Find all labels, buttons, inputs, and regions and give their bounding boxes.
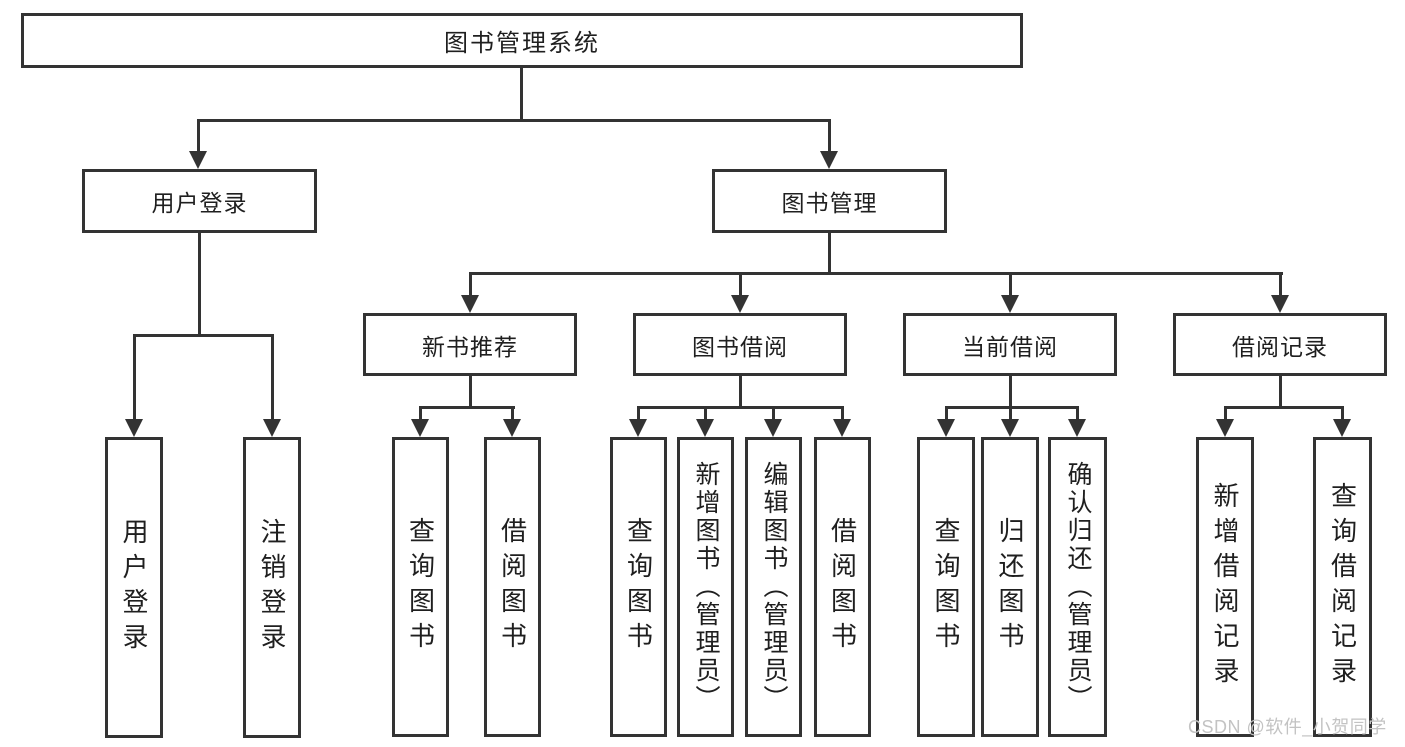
connector-line — [704, 406, 707, 421]
arrow-down-icon — [263, 419, 281, 437]
connector-line — [945, 406, 1079, 409]
leaf-label: 新增图书（管理员） — [692, 461, 720, 713]
connector-line — [841, 406, 844, 421]
connector-line — [637, 406, 640, 421]
leaf-return-books: 归还图书 — [981, 437, 1039, 737]
connector-line — [1224, 406, 1227, 421]
arrow-down-icon — [1001, 295, 1019, 313]
connector-line — [739, 376, 742, 409]
arrow-down-icon — [1068, 419, 1086, 437]
connector-line — [133, 334, 274, 337]
node-new-book-recommend: 新书推荐 — [363, 313, 577, 376]
leaf-logout: 注销登录 — [243, 437, 301, 738]
leaf-query-books-borrow: 查询图书 — [610, 437, 667, 737]
arrow-down-icon — [764, 419, 782, 437]
connector-line — [133, 334, 136, 421]
arrow-down-icon — [833, 419, 851, 437]
connector-line — [945, 406, 948, 421]
node-label: 用户登录 — [151, 190, 248, 216]
arrow-down-icon — [1001, 419, 1019, 437]
node-user-login: 用户登录 — [82, 169, 317, 233]
arrow-down-icon — [1271, 295, 1289, 313]
leaf-borrow-books-recommend: 借阅图书 — [484, 437, 541, 737]
leaf-label: 新增借阅记录 — [1210, 482, 1240, 692]
leaf-label: 确认归还（管理员） — [1064, 461, 1092, 713]
connector-line — [1279, 272, 1282, 297]
leaf-edit-books-admin: 编辑图书（管理员） — [745, 437, 802, 737]
leaf-label: 编辑图书（管理员） — [760, 461, 788, 713]
connector-line — [419, 406, 422, 421]
leaf-query-borrow-record: 查询借阅记录 — [1313, 437, 1372, 737]
arrow-down-icon — [629, 419, 647, 437]
node-label: 借阅记录 — [1232, 333, 1328, 360]
node-label: 图书管理 — [781, 190, 878, 216]
leaf-add-books-admin: 新增图书（管理员） — [677, 437, 734, 737]
leaf-borrow-books: 借阅图书 — [814, 437, 871, 737]
node-book-management: 图书管理 — [712, 169, 947, 233]
leaf-label: 归还图书 — [995, 517, 1025, 657]
leaf-query-books-current: 查询图书 — [917, 437, 975, 737]
arrow-down-icon — [411, 419, 429, 437]
node-current-borrowing: 当前借阅 — [903, 313, 1117, 376]
connector-line — [419, 406, 515, 409]
connector-line — [511, 406, 514, 421]
connector-line — [197, 119, 200, 153]
arrow-down-icon — [937, 419, 955, 437]
node-label: 图书借阅 — [692, 333, 788, 360]
arrow-down-icon — [125, 419, 143, 437]
connector-line — [1341, 406, 1344, 421]
arrow-down-icon — [696, 419, 714, 437]
connector-line — [469, 376, 472, 409]
connector-line — [197, 119, 831, 122]
leaf-label: 查询图书 — [623, 517, 654, 657]
connector-line — [1009, 376, 1012, 409]
leaf-confirm-return-admin: 确认归还（管理员） — [1048, 437, 1107, 737]
connector-line — [1224, 406, 1344, 409]
arrow-down-icon — [731, 295, 749, 313]
node-borrow-records: 借阅记录 — [1173, 313, 1387, 376]
arrow-down-icon — [461, 295, 479, 313]
leaf-label: 查询图书 — [405, 517, 436, 657]
connector-line — [1076, 406, 1079, 421]
arrow-down-icon — [820, 151, 838, 169]
leaf-label: 注销登录 — [257, 517, 287, 658]
node-book-borrowing: 图书借阅 — [633, 313, 847, 376]
connector-line — [469, 272, 1283, 275]
connector-line — [637, 406, 844, 409]
node-label: 图书管理系统 — [444, 30, 600, 57]
connector-line — [828, 119, 831, 153]
arrow-down-icon — [1333, 419, 1351, 437]
leaf-label: 查询借阅记录 — [1327, 482, 1358, 692]
leaf-label: 用户登录 — [119, 517, 149, 658]
csdn-watermark: CSDN @软件_小贺同学 — [1188, 717, 1387, 737]
leaf-label: 借阅图书 — [497, 517, 528, 657]
connector-line — [772, 406, 775, 421]
leaf-label: 借阅图书 — [827, 517, 858, 657]
leaf-add-borrow-record: 新增借阅记录 — [1196, 437, 1254, 737]
arrow-down-icon — [503, 419, 521, 437]
connector-line — [520, 68, 523, 122]
leaf-user-login: 用户登录 — [105, 437, 163, 738]
arrow-down-icon — [1216, 419, 1234, 437]
node-label: 当前借阅 — [962, 333, 1058, 360]
connector-line — [739, 272, 742, 297]
connector-line — [469, 272, 472, 297]
node-label: 新书推荐 — [422, 333, 518, 360]
connector-line — [1279, 376, 1282, 409]
leaf-query-books-recommend: 查询图书 — [392, 437, 449, 737]
node-library-system: 图书管理系统 — [21, 13, 1023, 68]
connector-line — [271, 334, 274, 421]
connector-line — [1009, 272, 1012, 297]
connector-line — [198, 233, 201, 337]
connector-line — [1009, 406, 1012, 421]
connector-line — [828, 233, 831, 275]
leaf-label: 查询图书 — [931, 517, 961, 657]
arrow-down-icon — [189, 151, 207, 169]
